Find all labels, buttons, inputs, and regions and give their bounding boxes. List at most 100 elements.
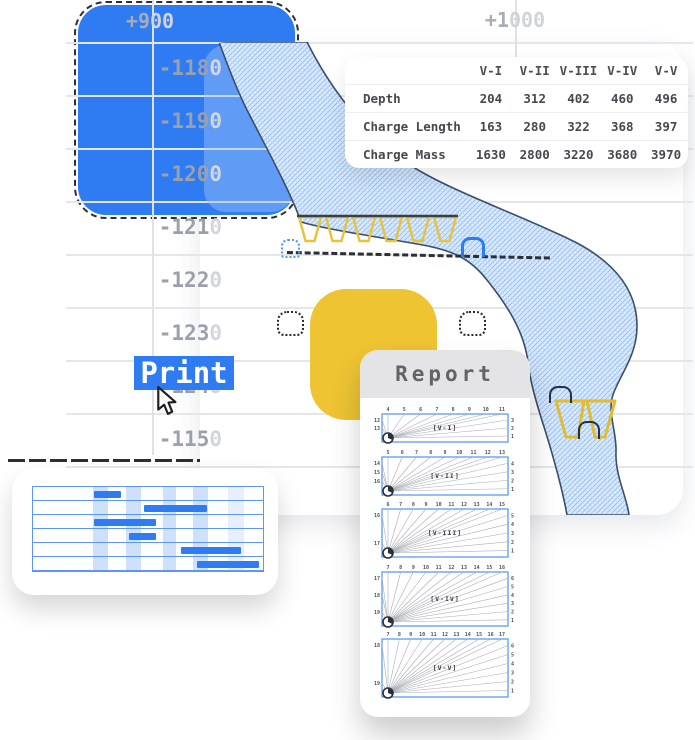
gantt-bar[interactable] <box>144 504 207 512</box>
svg-text:12: 12 <box>374 418 380 424</box>
svg-text:8: 8 <box>398 632 401 638</box>
svg-text:15: 15 <box>374 470 380 476</box>
svg-text:5: 5 <box>511 585 514 591</box>
charge-table-cell: 204 <box>469 84 513 112</box>
svg-text:8: 8 <box>452 407 455 413</box>
svg-text:16: 16 <box>374 513 380 519</box>
svg-text:13: 13 <box>474 502 480 508</box>
axis-line-vertical <box>152 0 154 455</box>
gantt-bar[interactable] <box>181 546 241 554</box>
axis-label-main: -121 <box>158 215 210 239</box>
axis-label-main: +9 <box>125 9 150 33</box>
svg-text:9: 9 <box>424 502 427 508</box>
svg-text:12: 12 <box>461 502 467 508</box>
svg-text:9: 9 <box>412 565 415 571</box>
svg-text:10: 10 <box>483 407 489 413</box>
axis-label-light: 000 <box>508 8 546 32</box>
hole-marker-dotted-left <box>277 311 304 336</box>
axis-label-light: 00 <box>150 9 175 33</box>
left-axis-label: -1150 <box>72 427 222 451</box>
svg-text:19: 19 <box>374 681 380 687</box>
left-axis-label: -1230 <box>72 321 222 345</box>
charge-table-cell: 1630 <box>469 140 513 168</box>
svg-text:14: 14 <box>474 565 480 571</box>
axis-label-light: 0 <box>209 215 222 239</box>
report-header[interactable]: Report <box>360 350 530 398</box>
svg-text:4: 4 <box>511 461 514 467</box>
svg-text:6: 6 <box>511 576 514 582</box>
svg-text:7: 7 <box>435 407 438 413</box>
svg-text:12: 12 <box>485 450 491 456</box>
svg-text:10: 10 <box>456 450 462 456</box>
hole-marker-dotted-right <box>459 311 486 336</box>
svg-text:7: 7 <box>399 502 402 508</box>
svg-text:5: 5 <box>386 450 389 456</box>
gantt-row <box>33 487 263 501</box>
axis-label-light: 0 <box>209 321 222 345</box>
svg-text:2: 2 <box>511 680 514 686</box>
gantt-column-stripe <box>126 487 141 571</box>
gantt-bar[interactable] <box>94 490 121 498</box>
hole-marker-navy-lower <box>578 421 600 439</box>
gantt-row <box>33 557 263 571</box>
charge-table-column-header: V-V <box>654 63 678 78</box>
gantt-bar[interactable] <box>94 518 156 526</box>
left-axis-label: -1190 <box>72 109 222 133</box>
svg-text:13: 13 <box>499 450 505 456</box>
svg-text:[V-IV]: [V-IV] <box>430 595 459 603</box>
gantt-chart <box>32 486 264 572</box>
print-button[interactable]: Print <box>134 356 234 390</box>
svg-text:16: 16 <box>374 479 380 485</box>
svg-text:3: 3 <box>511 470 514 476</box>
grid-line-horizontal <box>66 201 693 203</box>
charge-table-corner-cell <box>345 57 469 84</box>
svg-text:11: 11 <box>431 632 437 638</box>
svg-text:7: 7 <box>415 450 418 456</box>
svg-text:11: 11 <box>499 407 505 413</box>
gantt-bar[interactable] <box>197 560 259 568</box>
svg-text:5: 5 <box>403 407 406 413</box>
svg-text:8: 8 <box>412 502 415 508</box>
svg-text:13: 13 <box>453 632 459 638</box>
svg-text:4: 4 <box>511 593 514 599</box>
svg-text:8: 8 <box>429 450 432 456</box>
svg-text:14: 14 <box>374 461 380 467</box>
svg-text:1: 1 <box>511 549 514 555</box>
charge-table-column-header: V-I <box>479 63 503 78</box>
svg-text:2: 2 <box>511 478 514 484</box>
axis-label-main: -115 <box>158 427 210 451</box>
svg-text:13: 13 <box>461 565 467 571</box>
svg-text:2: 2 <box>511 540 514 546</box>
axis-label-light: 0 <box>209 56 222 80</box>
axis-label-light: 0 <box>209 162 222 186</box>
svg-text:15: 15 <box>476 632 482 638</box>
charge-table-cell: 312 <box>512 84 557 112</box>
svg-text:1: 1 <box>511 487 514 493</box>
axis-label-main: -122 <box>158 268 210 292</box>
axis-label-plus900: +900 <box>95 9 205 33</box>
svg-text:2: 2 <box>511 610 514 616</box>
hole-marker-blue-dotted <box>281 239 300 258</box>
charge-table-cell: 496 <box>644 84 688 112</box>
charge-table-cell: 2800 <box>512 140 557 168</box>
axis-label-main: -123 <box>158 321 210 345</box>
axis-label-light: 0 <box>209 109 222 133</box>
axis-label-light: 0 <box>209 268 222 292</box>
svg-text:1: 1 <box>511 434 514 440</box>
svg-text:2: 2 <box>511 426 514 432</box>
svg-text:[V-II]: [V-II] <box>430 472 459 480</box>
axis-label-plus1000: +1000 <box>460 8 570 32</box>
svg-text:3: 3 <box>511 601 514 607</box>
charge-table-cell: 402 <box>556 84 601 112</box>
charge-table-cell: 163 <box>469 112 513 140</box>
svg-text:[V-V]: [V-V] <box>433 664 458 672</box>
charge-table-row-label: Depth <box>345 84 469 112</box>
svg-text:11: 11 <box>448 502 454 508</box>
svg-text:9: 9 <box>409 632 412 638</box>
gantt-bar[interactable] <box>129 532 156 540</box>
axis-label-main: -119 <box>158 109 210 133</box>
svg-text:4: 4 <box>511 522 514 528</box>
